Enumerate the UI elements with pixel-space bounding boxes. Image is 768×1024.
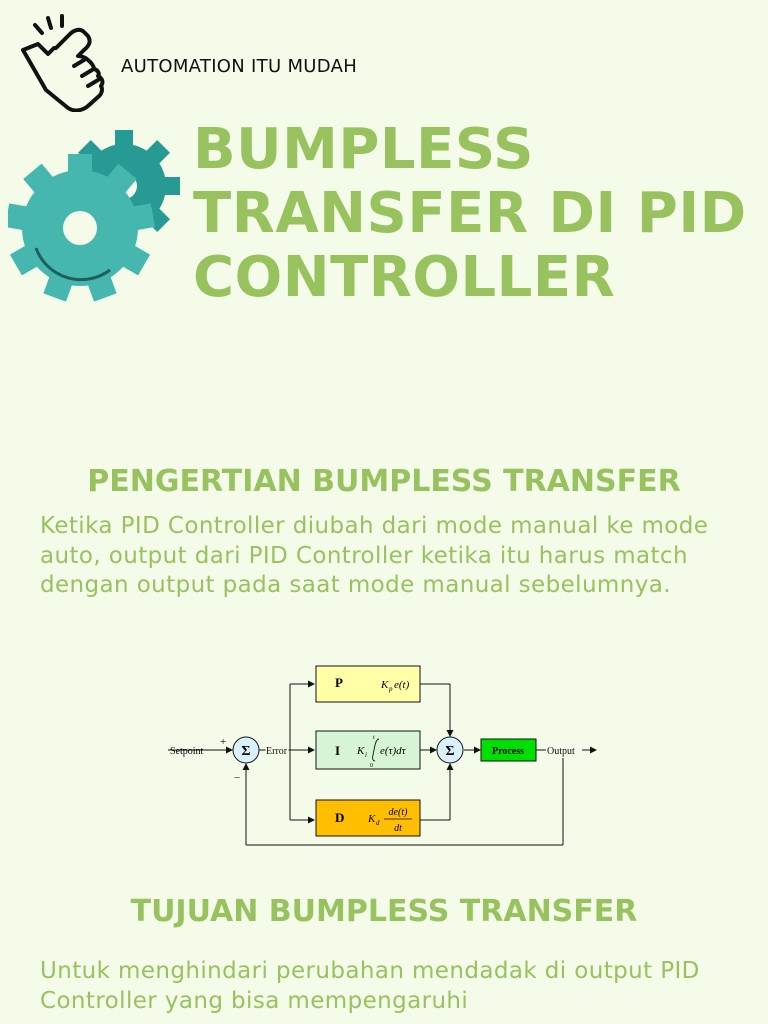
hero-title: BUMPLESS TRANSFER DI PID CONTROLLER (193, 118, 763, 310)
section-body-pengertian: Ketika PID Controller diubah dari mode m… (40, 513, 709, 598)
pid-block-diagram: Σ Σ + − Setpoint Error Output P K p e(t)… (168, 665, 597, 846)
i-block-letter: I (335, 743, 340, 758)
output-label: Output (547, 746, 575, 757)
p-block-letter: P (335, 675, 343, 690)
integral-sign (372, 738, 380, 762)
d-gain-sub: d (376, 819, 380, 827)
i-arg: e(τ)dτ (380, 745, 407, 757)
process-label: Process (492, 746, 524, 757)
d-block-letter: D (335, 810, 344, 825)
d-denominator: dt (394, 823, 402, 834)
p-gain-sub: p (388, 685, 393, 693)
section-heading-tujuan: TUJUAN BUMPLESS TRANSFER (130, 894, 638, 929)
gears-icon (8, 130, 180, 302)
section-body-tujuan: Untuk menghindari perubahan mendadak di … (40, 958, 700, 1014)
d-numerator: de(t) (389, 807, 409, 818)
plus-sign: + (220, 736, 226, 748)
hero-title-line: CONTROLLER (193, 245, 616, 310)
hero-title-line: TRANSFER DI PID (193, 181, 747, 246)
setpoint-label: Setpoint (170, 746, 204, 757)
p-gain: K (380, 679, 389, 691)
brand-name: AUTOMATION ITU MUDAH (121, 56, 358, 77)
i-lower: 0 (370, 763, 373, 769)
section-heading-pengertian: PENGERTIAN BUMPLESS TRANSFER (87, 464, 681, 499)
i-gain: K (356, 745, 365, 757)
p-arg: e(t) (394, 679, 410, 691)
sum-symbol: Σ (241, 744, 250, 759)
i-gain-sub: i (365, 751, 367, 759)
hero-title-line: BUMPLESS (193, 117, 535, 182)
error-label: Error (266, 746, 288, 757)
d-gain: K (367, 813, 376, 825)
i-upper: t (373, 735, 375, 741)
pointing-hand-icon (21, 14, 105, 112)
minus-sign: − (234, 772, 240, 784)
sum-symbol: Σ (445, 744, 454, 759)
